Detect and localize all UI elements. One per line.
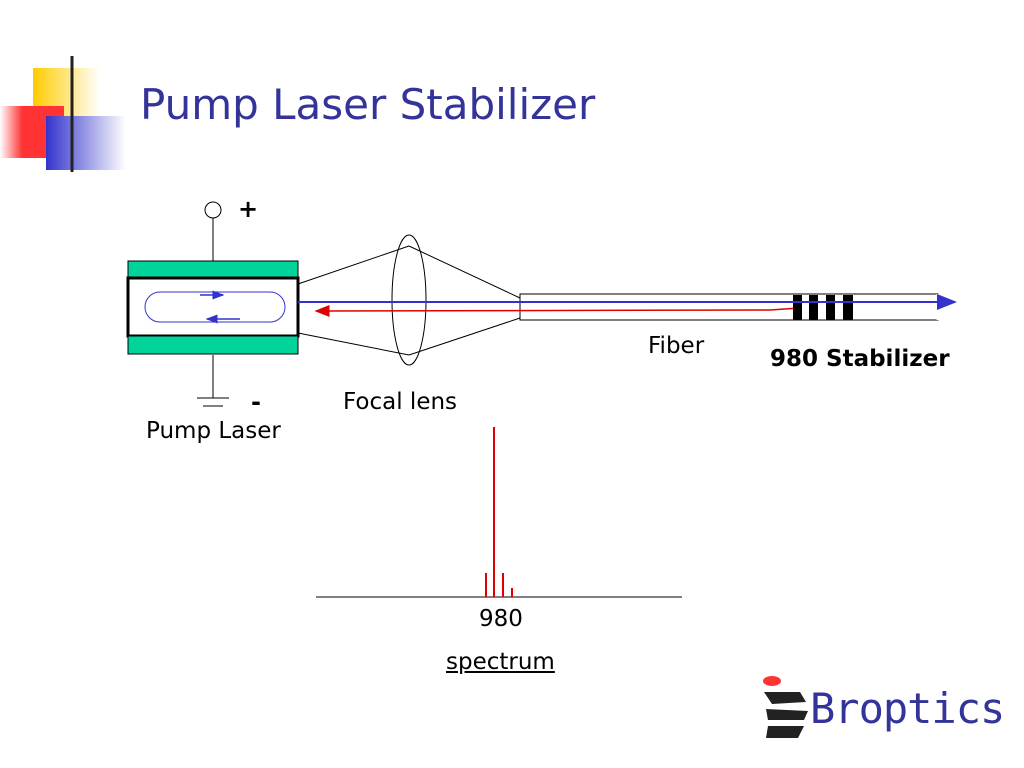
laser-cavity <box>126 276 300 338</box>
stabilizer-label: 980 Stabilizer <box>770 346 950 372</box>
blue-square <box>46 116 126 170</box>
pump-laser-label: Pump Laser <box>146 418 281 444</box>
electrical-connections <box>197 201 229 407</box>
reflected-beam <box>314 304 801 317</box>
spectrum-plot <box>316 427 682 598</box>
fiber-label: Fiber <box>648 333 705 359</box>
spectrum-caption: spectrum <box>446 649 555 675</box>
focal-lens-group <box>297 234 521 366</box>
laser-top-plate <box>127 260 299 279</box>
wavelength-label: 980 <box>479 606 523 632</box>
fiber-body <box>519 293 939 321</box>
focal-lens <box>391 234 427 366</box>
broptics-logo-text: Broptics <box>810 684 1005 733</box>
fiber <box>519 293 940 321</box>
laser-bottom-plate <box>127 335 299 355</box>
pump-laser <box>126 260 300 355</box>
focal-lens-label: Focal lens <box>343 389 458 415</box>
broptics-logo-mark <box>763 676 808 738</box>
corner-decoration <box>0 56 1010 172</box>
fiber-grating <box>793 295 853 320</box>
positive-terminal-label: + <box>238 195 259 223</box>
positive-terminal <box>204 201 222 219</box>
negative-terminal-label: - <box>251 388 261 416</box>
slide-title: Pump Laser Stabilizer <box>140 80 596 129</box>
